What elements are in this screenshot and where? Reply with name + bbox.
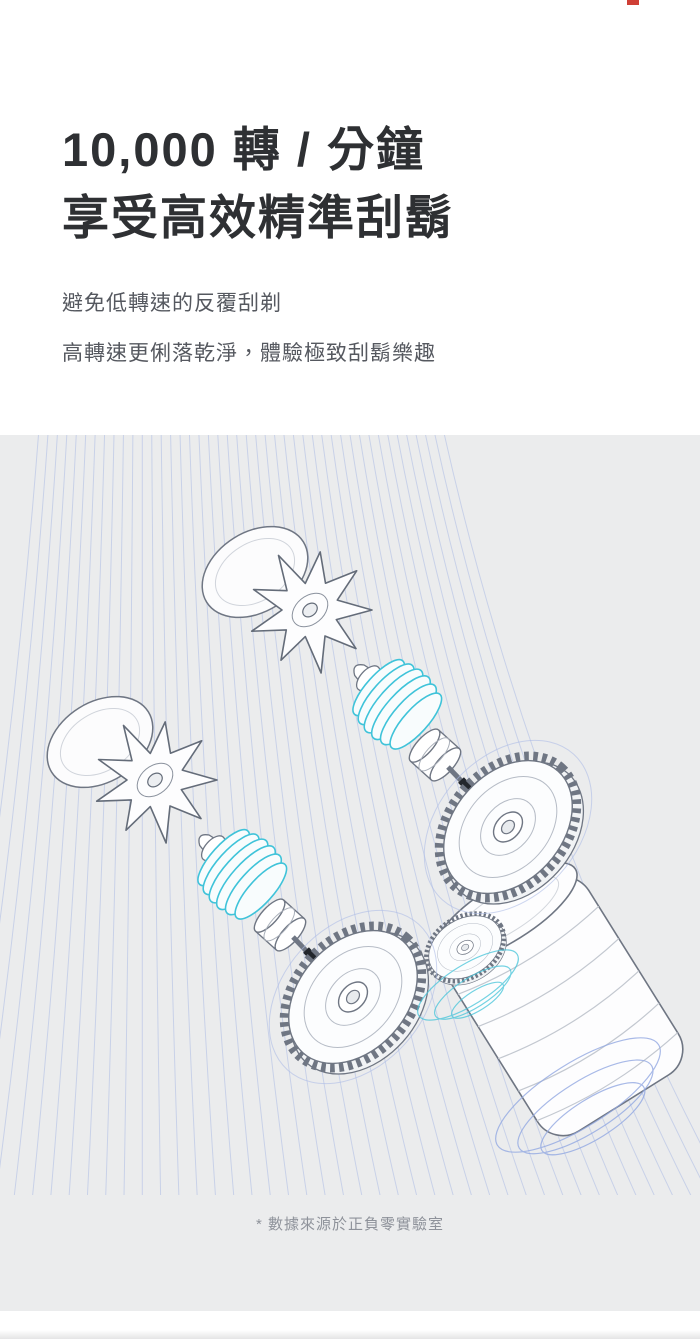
description-line-2: 高轉速更俐落乾淨，體驗極致刮鬍樂趣 [62, 341, 436, 365]
motor-rib [457, 905, 600, 995]
motor-rib [497, 970, 640, 1060]
gear-motion-ring-upper [423, 739, 593, 915]
motor-swirl-cyan [417, 949, 519, 1021]
hero-section: 10,000 轉 / 分鐘 享受高效精準刮鬍 避免低轉速的反覆刮剃 高轉速更俐落… [62, 116, 664, 387]
bottom-edge-shadow [0, 1330, 700, 1339]
description-line-1: 避免低轉速的反覆刮剃 [62, 292, 282, 316]
footnote: * 數據來源於正負零實驗室 [255, 1216, 444, 1233]
top-edge-artifact [627, 0, 639, 5]
illustration-section: * 數據來源於正負零實驗室 [0, 435, 700, 1311]
gear-motion-ring-lower [268, 909, 438, 1085]
motor-rib [477, 938, 620, 1028]
motor-rib [536, 1032, 679, 1122]
motor-rib [518, 1002, 660, 1092]
motor-swirl-blue [495, 1037, 661, 1156]
hero-description: 避免低轉速的反覆刮剃 高轉速更俐落乾淨，體驗極致刮鬍樂趣 [62, 288, 664, 369]
title-line-2: 享受高效精準刮鬍 [62, 191, 454, 245]
page-title: 10,000 轉 / 分鐘 享受高效精準刮鬍 [62, 116, 664, 252]
title-line-1: 10,000 轉 / 分鐘 [62, 123, 425, 176]
exploded-view-illustration [0, 435, 700, 1195]
